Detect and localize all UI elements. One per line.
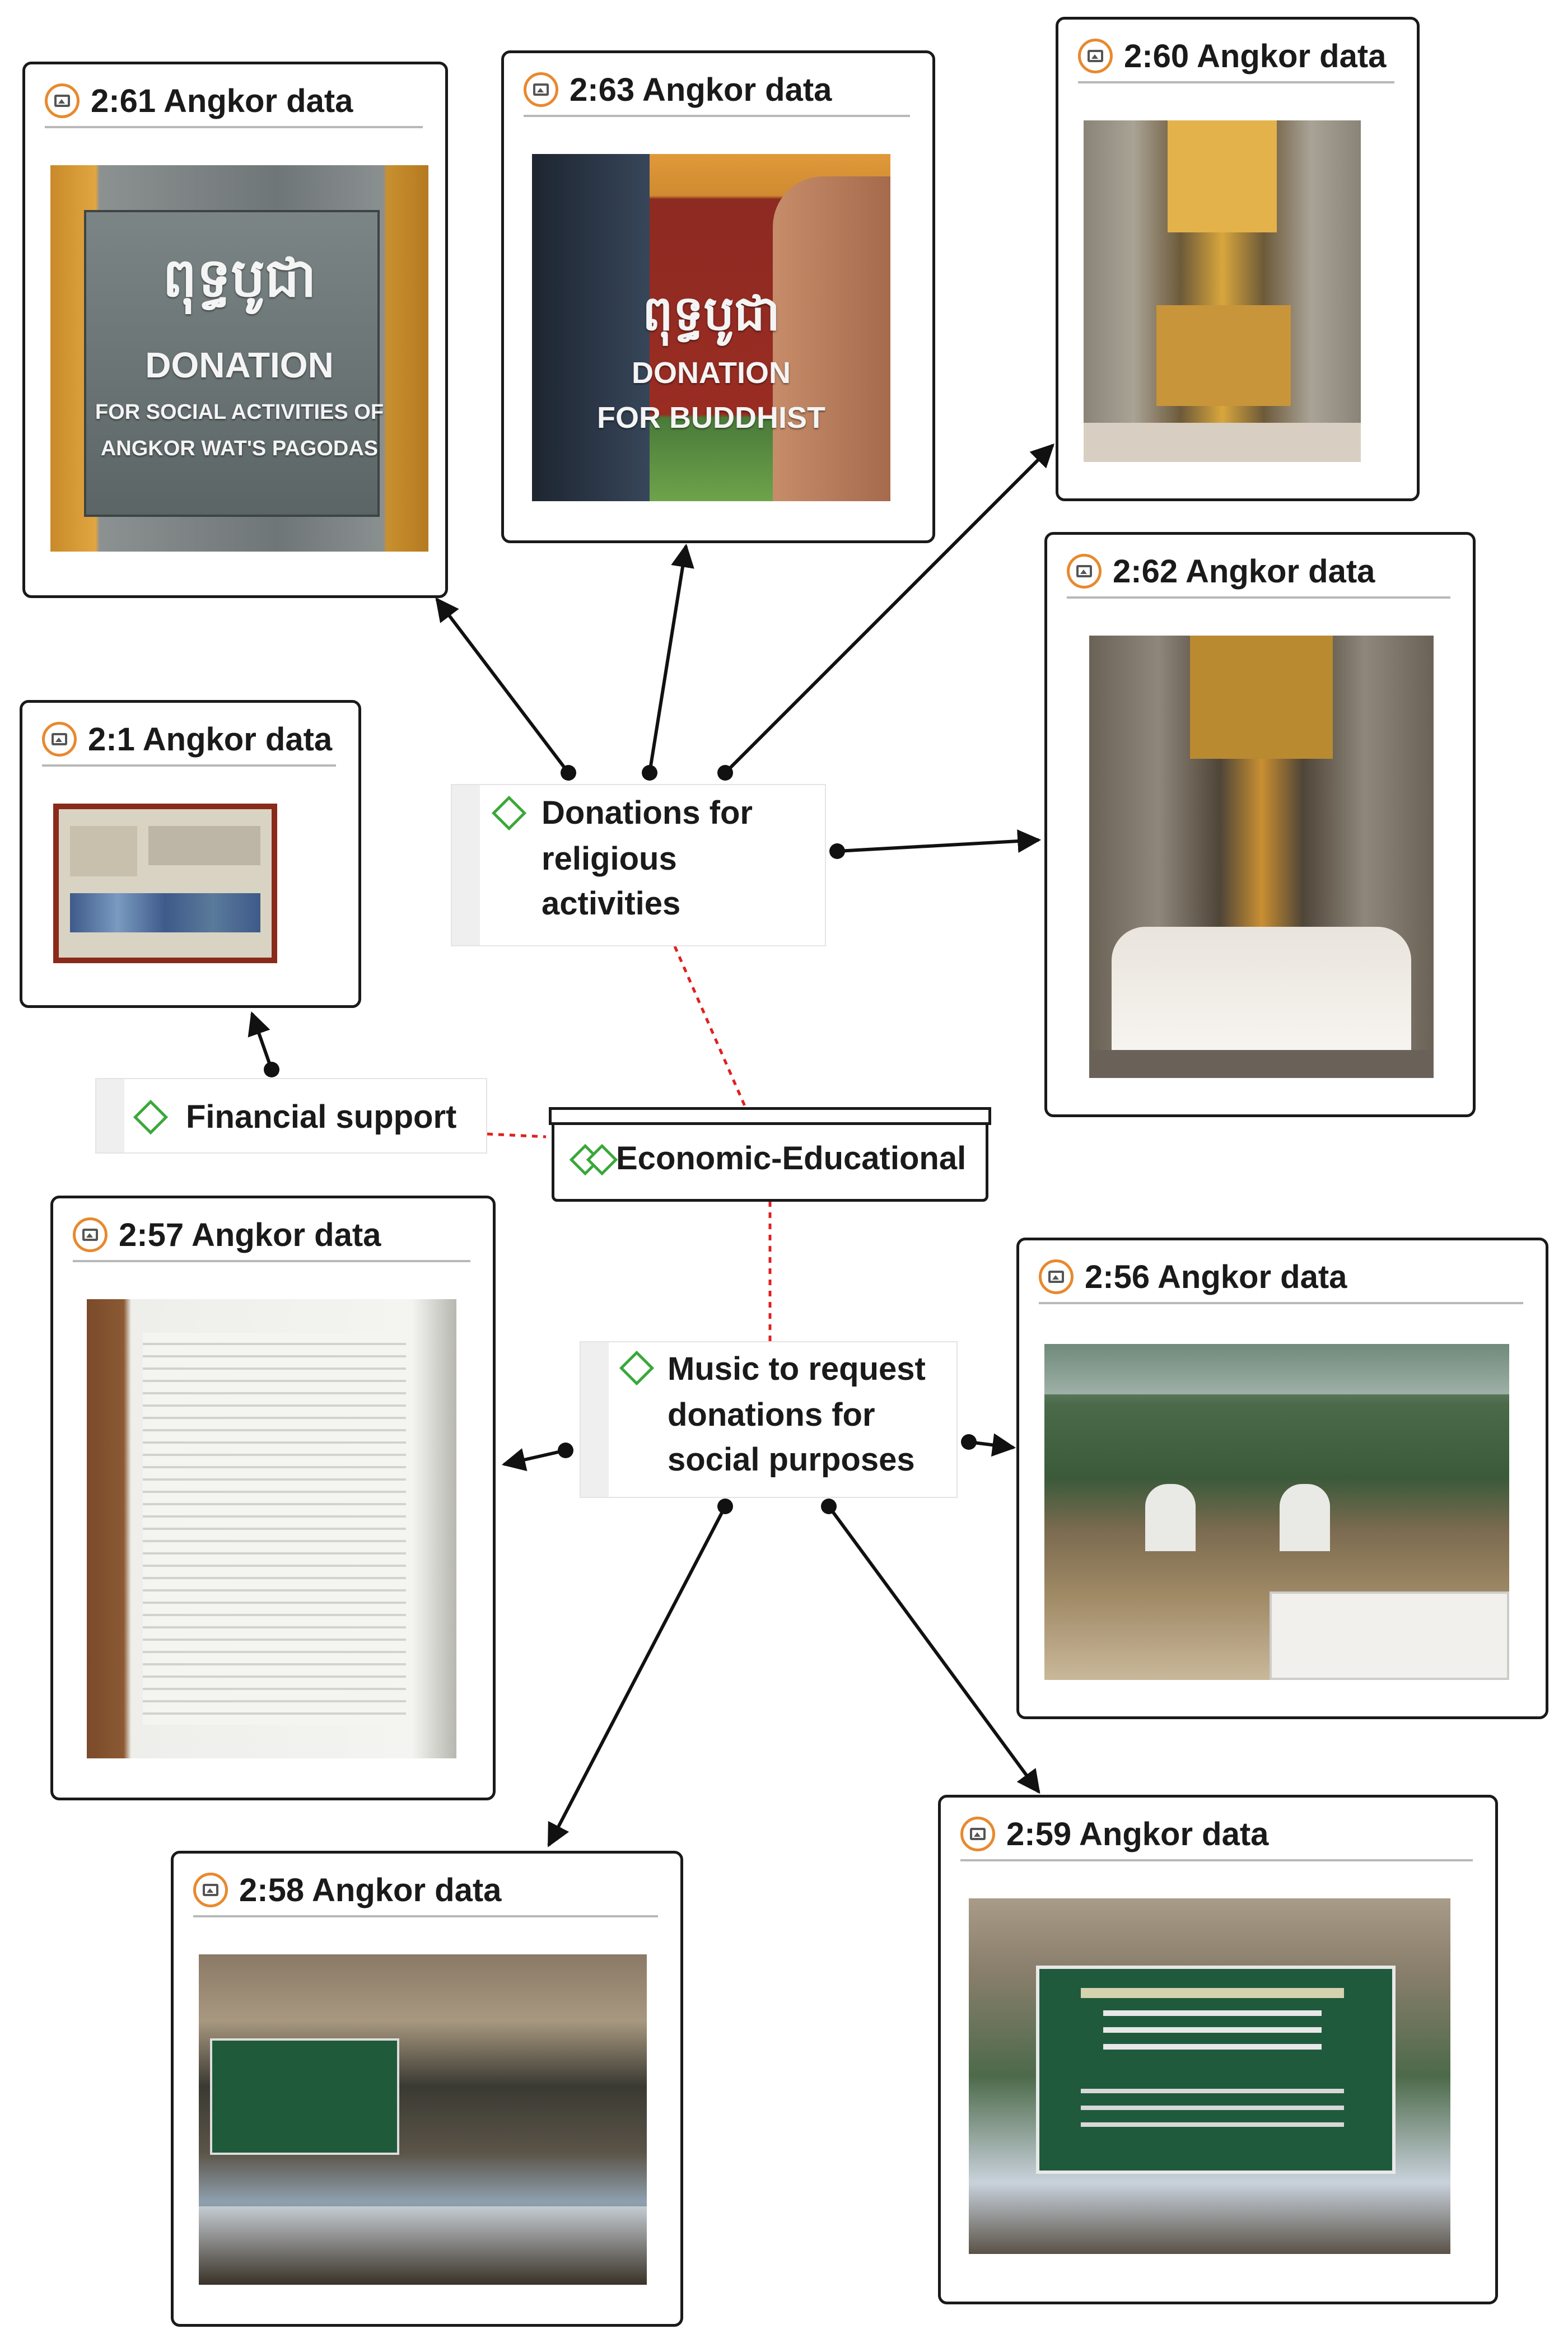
code-label: Financial support xyxy=(186,1099,457,1135)
image-icon xyxy=(524,72,558,107)
photo-khmer-text: ពុទ្ធបូជា xyxy=(642,287,780,340)
center-node-economic-educational[interactable]: Economic-Educational xyxy=(549,1107,991,1202)
card-title: 2:61 Angkor data xyxy=(91,82,353,119)
card-header: 2:63 Angkor data xyxy=(524,64,910,117)
center-node-label: Economic-Educational xyxy=(616,1140,967,1177)
arrow-donations-to-2-61 xyxy=(435,597,576,781)
code-label-line-2: religious xyxy=(542,841,677,877)
photo-musicians-pavilion xyxy=(1044,1344,1509,1680)
photo-thatched-hut xyxy=(199,1954,647,2285)
card-title: 2:59 Angkor data xyxy=(1006,1815,1269,1852)
link-financial-economic xyxy=(487,1132,547,1138)
document-card-2-60[interactable]: 2:60 Angkor data xyxy=(1056,17,1420,501)
image-icon xyxy=(1067,554,1102,589)
card-header: 2:62 Angkor data xyxy=(1067,546,1450,599)
photo-temple-shrine xyxy=(1084,120,1361,462)
card-title: 2:60 Angkor data xyxy=(1124,38,1387,74)
photo-green-sign xyxy=(969,1898,1450,2254)
document-card-2-58[interactable]: 2:58 Angkor data xyxy=(171,1851,683,2327)
card-header: 2:58 Angkor data xyxy=(193,1865,658,1917)
document-card-2-59[interactable]: 2:59 Angkor data xyxy=(938,1795,1498,2304)
code-sidebar xyxy=(96,1079,124,1152)
code-financial-support[interactable]: Financial support xyxy=(95,1078,487,1154)
photo-social-text: FOR SOCIAL ACTIVITIES OF xyxy=(95,400,384,424)
code-label-line-2: donations for xyxy=(668,1397,875,1433)
photo-pagodas-text: ANGKOR WAT'S PAGODAS xyxy=(100,437,379,460)
card-title: 2:56 Angkor data xyxy=(1085,1258,1347,1295)
card-header: 2:57 Angkor data xyxy=(73,1210,470,1262)
code-label-line-1: Donations for xyxy=(542,795,753,831)
card-title: 2:1 Angkor data xyxy=(88,721,333,758)
document-card-2-57[interactable]: 2:57 Angkor data xyxy=(50,1196,496,1800)
diamond-icon xyxy=(133,1099,169,1135)
photo-info-board xyxy=(53,804,277,963)
arrow-music-to-2-56 xyxy=(961,1433,1016,1457)
card-header: 2:56 Angkor data xyxy=(1039,1252,1523,1304)
image-icon xyxy=(193,1873,228,1907)
photo-donation-box: ពុទ្ធបូជា DONATION FOR SOCIAL ACTIVITIES… xyxy=(50,165,428,552)
code-sidebar xyxy=(581,1342,609,1497)
document-card-2-62[interactable]: 2:62 Angkor data xyxy=(1044,532,1476,1117)
photo-monk-sign: ពុទ្ធបូជា DONATION FOR BUDDHIST xyxy=(532,154,890,501)
image-icon xyxy=(960,1817,995,1851)
image-icon xyxy=(1078,39,1113,73)
photo-khmer-text: ពុទ្ធបូជា xyxy=(162,248,316,308)
card-header: 2:1 Angkor data xyxy=(42,714,336,767)
code-label-line-3: activities xyxy=(542,885,681,922)
photo-donation-text: DONATION xyxy=(145,345,334,385)
card-header: 2:59 Angkor data xyxy=(960,1809,1473,1861)
image-icon xyxy=(73,1217,108,1252)
arrow-music-to-2-59 xyxy=(821,1499,1040,1794)
document-card-2-61[interactable]: 2:61 Angkor data ពុទ្ធបូជា DONATION FOR … xyxy=(22,62,448,598)
code-donations-religious-activities[interactable]: Donations for religious activities xyxy=(451,784,826,946)
link-donations-economic xyxy=(673,945,746,1107)
code-label-line-3: social purposes xyxy=(668,1441,915,1478)
image-icon xyxy=(42,722,77,757)
photo-temple-ceremony xyxy=(1089,636,1434,1078)
diamond-icon xyxy=(491,795,527,831)
card-title: 2:57 Angkor data xyxy=(119,1216,381,1253)
arrow-donations-to-2-62 xyxy=(829,829,1042,859)
arrow-financial-to-2-1 xyxy=(248,1011,279,1077)
card-title: 2:58 Angkor data xyxy=(239,1871,502,1908)
document-card-2-63[interactable]: 2:63 Angkor data ពុទ្ធបូជា DONATION FOR … xyxy=(501,50,935,543)
document-card-2-1[interactable]: 2:1 Angkor data xyxy=(20,700,361,1008)
photo-donation-text: DONATION xyxy=(632,356,791,390)
diamond-icon xyxy=(619,1350,655,1386)
document-card-2-56[interactable]: 2:56 Angkor data xyxy=(1016,1238,1548,1719)
card-header: 2:60 Angkor data xyxy=(1078,31,1394,83)
node-header-bar xyxy=(549,1107,991,1125)
arrow-music-to-2-58 xyxy=(547,1499,733,1847)
code-sidebar xyxy=(452,785,480,945)
photo-printed-notice xyxy=(87,1299,456,1758)
card-header: 2:61 Angkor data xyxy=(45,76,423,128)
photo-buddhist-text: FOR BUDDHIST xyxy=(597,401,825,435)
image-icon xyxy=(45,83,80,118)
code-label-line-1: Music to request xyxy=(668,1351,926,1387)
code-music-request-donations[interactable]: Music to request donations for social pu… xyxy=(580,1341,958,1498)
arrow-music-to-2-57 xyxy=(501,1443,573,1472)
double-diamond-icon-inner xyxy=(586,1144,618,1176)
card-title: 2:63 Angkor data xyxy=(570,71,832,108)
image-icon xyxy=(1039,1259,1074,1294)
arrow-donations-to-2-63 xyxy=(642,543,694,781)
card-title: 2:62 Angkor data xyxy=(1113,553,1375,590)
